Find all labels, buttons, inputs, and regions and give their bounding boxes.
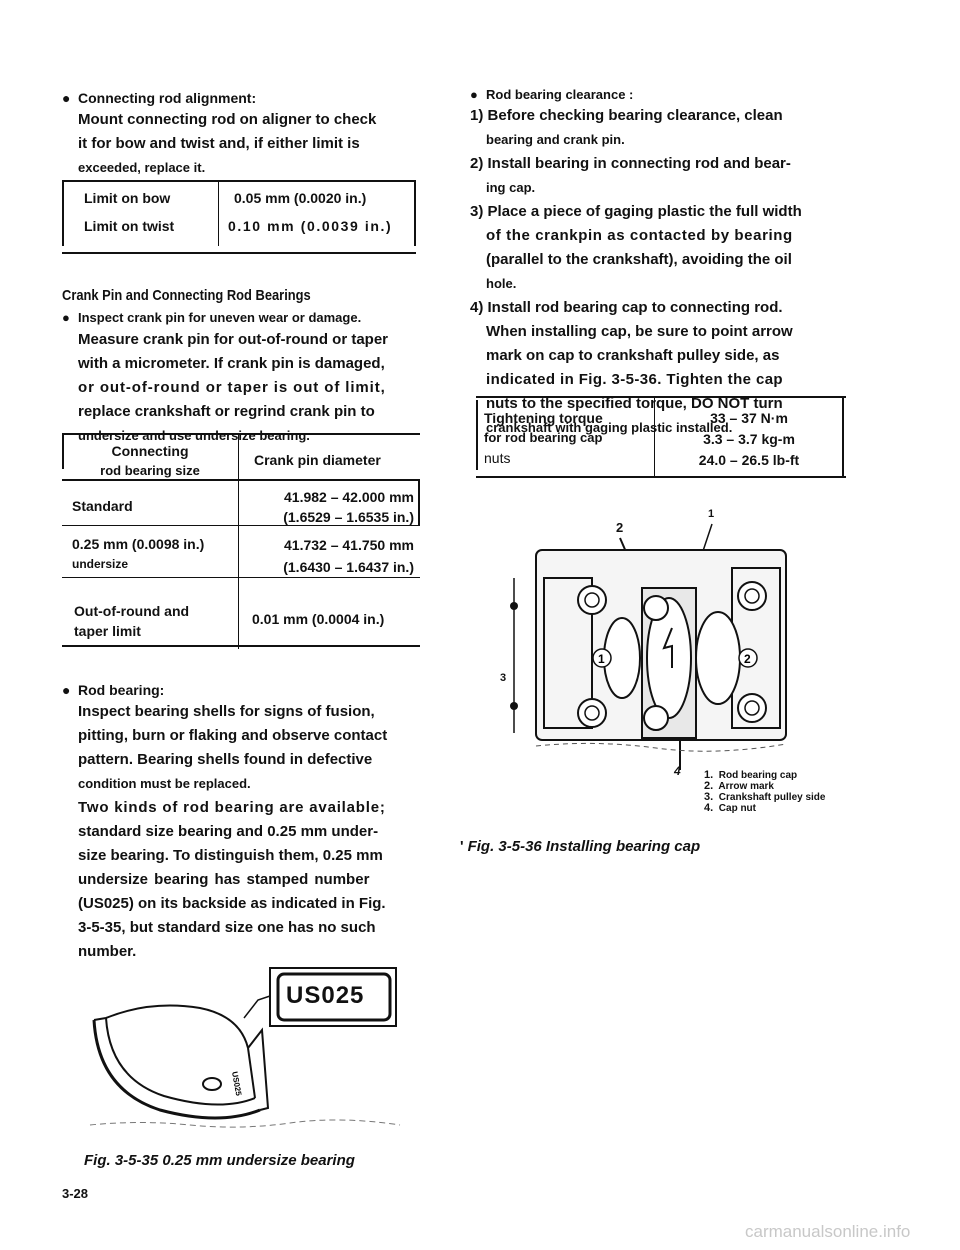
watermark: carmanualsonline.info: [745, 1222, 911, 1241]
callout-3: 3: [500, 672, 507, 684]
rod-bearing-bullet: ●Rod bearing:: [62, 682, 165, 698]
svg-text:1: 1: [598, 652, 605, 666]
callout-1: 1: [708, 508, 715, 520]
out-of-round-value: 0.01 mm (0.0004 in.): [252, 611, 385, 627]
figure-stamp-label: US025: [286, 982, 365, 1009]
figure-3-5-36-caption: 'Fig. 3-5-36 Installing bearing cap: [460, 838, 701, 855]
standard-diameter: 41.982 – 42.000 mm (1.6529 – 1.6535 in.): [283, 489, 414, 525]
clearance-bullet: ●Rod bearing clearance :: [470, 87, 634, 102]
step-4: 4) Install rod bearing cap to connecting…: [470, 299, 793, 435]
crank-pin-heading: Crank Pin and Connecting Rod Bearings: [62, 287, 311, 304]
undersize-bearing-figure: US025 US025: [80, 960, 410, 1130]
bearing-cap-drawing: 1 2: [510, 523, 787, 770]
clearance-steps: 1) Before checking bearing clearance, cl…: [470, 104, 850, 440]
bearing-size-table: Connecting rod bearing size Crank pin di…: [62, 433, 420, 653]
legend-item: 2. Arrow mark: [704, 780, 774, 793]
undersize-label: 0.25 mm (0.0098 in.) undersize: [72, 536, 205, 571]
alignment-limit-table: Limit on bow 0.05 mm (0.0020 in.) Limit …: [62, 180, 416, 258]
figure-3-5-35-caption: Fig. 3-5-35 0.25 mm undersize bearing: [84, 1152, 355, 1169]
torque-table: Tightening torque for rod bearing cap nu…: [476, 396, 848, 482]
step-2: 2) Install bearing in connecting rod and…: [470, 155, 791, 195]
svg-text:US025: US025: [230, 1071, 243, 1097]
torque-values: 33 – 37 N·m 3.3 – 3.7 kg-m 24.0 – 26.5 l…: [698, 410, 800, 468]
alignment-paragraph: Mount connecting rod on aligner to check…: [78, 111, 377, 175]
crank-pin-diameter-header: Crank pin diameter: [254, 452, 381, 468]
limit-twist-value: 0.10 mm (0.0039 in.): [228, 218, 393, 234]
callout-4: 4: [674, 764, 681, 778]
limit-twist-label: Limit on twist: [84, 218, 175, 234]
torque-label: Tightening torque for rod bearing cap nu…: [484, 410, 603, 466]
bearing-shell-drawing: US025: [89, 967, 401, 1128]
step-1: 1) Before checking bearing clearance, cl…: [470, 107, 783, 147]
limit-bow-value: 0.05 mm (0.0020 in.): [234, 190, 367, 206]
standard-size-label: Standard: [72, 498, 133, 514]
inspect-bullet: ●Inspect crank pin for uneven wear or da…: [62, 310, 362, 325]
legend-item: 4. Cap nut: [704, 802, 756, 815]
alignment-bullet: ●Connecting rod alignment:: [62, 90, 257, 106]
undersize-diameter: 41.732 – 41.750 mm (1.6430 – 1.6437 in.): [283, 537, 414, 575]
svg-text:2: 2: [744, 652, 751, 666]
page-number: 3-28: [62, 1186, 89, 1201]
inspect-paragraph: Measure crank pin for out-of-round or ta…: [78, 331, 389, 443]
installing-bearing-cap-figure: 1 2 2 1 3 4: [496, 508, 796, 778]
callout-2: 2: [616, 520, 624, 535]
out-of-round-label: Out-of-round and taper limit: [74, 603, 190, 639]
rod-bearing-paragraph: Inspect bearing shells for signs of fusi…: [78, 703, 388, 960]
legend-item: 3. Crankshaft pulley side: [704, 791, 826, 804]
figure-legend: 1. Rod bearing cap 2. Arrow mark 3. Cran…: [704, 769, 826, 815]
bearing-size-header: Connecting rod bearing size: [100, 443, 200, 478]
step-3: 3) Place a piece of gaging plastic the f…: [470, 203, 802, 291]
legend-item: 1. Rod bearing cap: [704, 769, 798, 782]
limit-bow-label: Limit on bow: [84, 190, 171, 206]
